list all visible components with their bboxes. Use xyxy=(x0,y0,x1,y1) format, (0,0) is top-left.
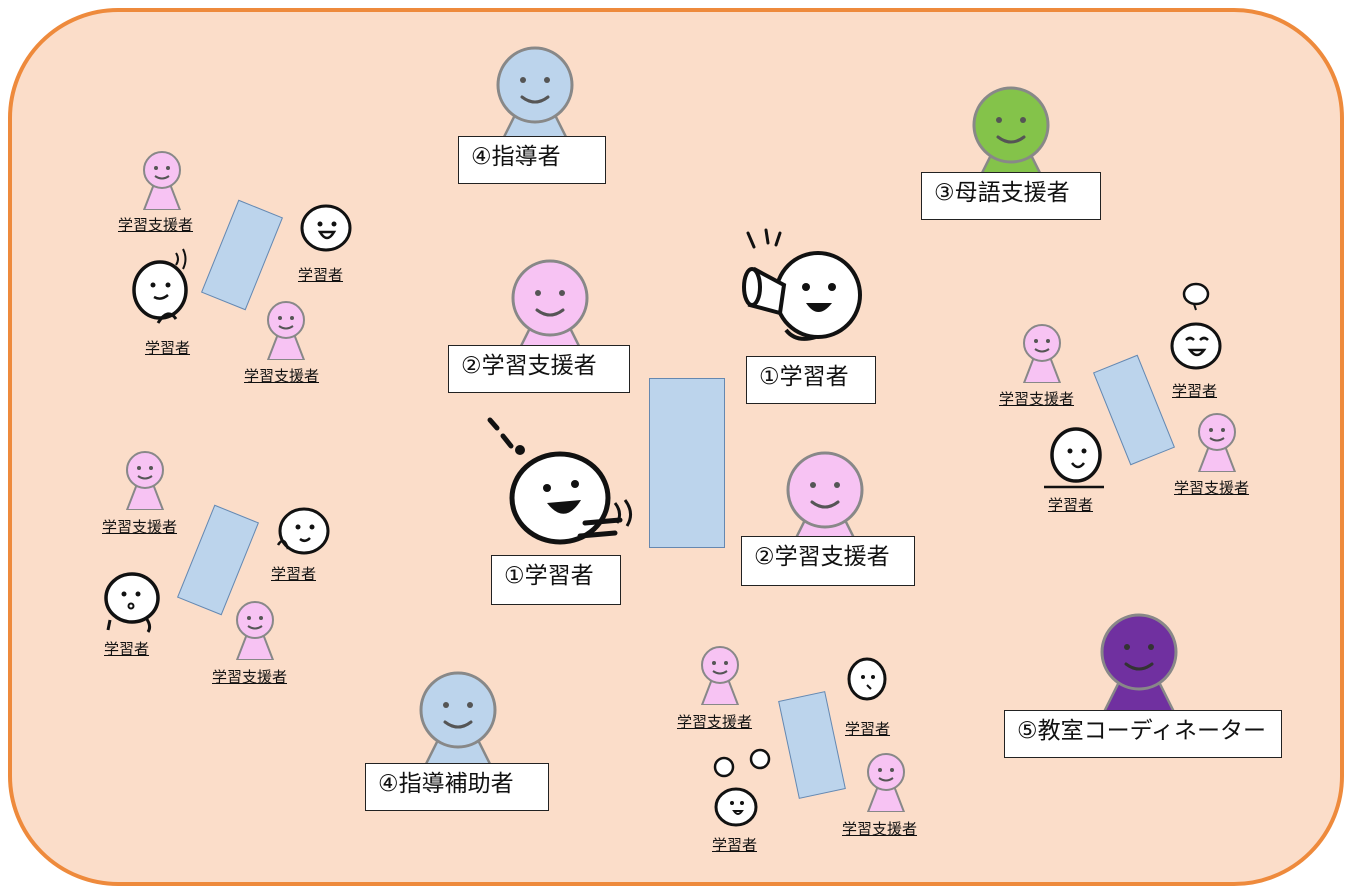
label-learner-1: ①学習者 xyxy=(746,356,876,404)
label-coordinator: ⑤教室コーディネーター xyxy=(1004,710,1282,758)
small-supporter-figure xyxy=(142,151,182,210)
small-learner-doodle xyxy=(847,657,887,701)
learner-pointing-doodle xyxy=(487,417,632,545)
small-label-supporter: 学習支援者 xyxy=(212,668,288,686)
small-learner-doodle xyxy=(104,572,160,633)
label-learner-supporter-1: ②学習支援者 xyxy=(448,345,630,393)
small-label-supporter: 学習支援者 xyxy=(677,713,753,731)
small-supporter-figure xyxy=(700,646,740,705)
small-learner-doodle xyxy=(132,248,188,324)
native-language-supporter-figure xyxy=(972,86,1050,185)
small-learner-doodle xyxy=(1044,427,1104,489)
small-learner-doodle xyxy=(1170,282,1222,370)
small-label-supporter: 学習支援者 xyxy=(102,518,178,536)
small-supporter-figure xyxy=(235,601,275,660)
label-instructor: ④指導者 xyxy=(458,136,606,184)
small-supporter-figure xyxy=(125,451,165,510)
label-learner-2: ①学習者 xyxy=(491,555,621,605)
small-label-supporter: 学習支援者 xyxy=(118,216,194,234)
small-label-supporter: 学習支援者 xyxy=(1174,479,1250,497)
learner-supporter-figure-2 xyxy=(786,451,864,550)
small-learner-doodle xyxy=(300,204,352,252)
small-supporter-figure xyxy=(1197,413,1237,472)
small-supporter-figure xyxy=(866,753,906,812)
small-supporter-figure xyxy=(1022,324,1062,383)
small-label-learner: 学習者 xyxy=(271,565,317,583)
small-label-learner: 学習者 xyxy=(845,720,891,738)
small-label-supporter: 学習支援者 xyxy=(244,367,320,385)
small-label-learner: 学習者 xyxy=(145,339,191,357)
small-label-learner: 学習者 xyxy=(104,640,150,658)
small-label-learner: 学習者 xyxy=(712,836,758,854)
small-label-supporter: 学習支援者 xyxy=(842,820,918,838)
instructor-figure xyxy=(496,46,574,145)
learner-supporter-figure-1 xyxy=(511,259,589,358)
label-native-language-supporter: ③母語支援者 xyxy=(921,172,1101,220)
label-assistant-instructor: ④指導補助者 xyxy=(365,763,549,811)
small-learner-doodle xyxy=(276,507,330,555)
small-label-learner: 学習者 xyxy=(1172,382,1218,400)
small-supporter-figure xyxy=(266,301,306,360)
small-learner-doodle xyxy=(713,748,771,827)
coordinator-figure xyxy=(1100,613,1178,712)
small-label-learner: 学習者 xyxy=(1048,496,1094,514)
center-table xyxy=(649,378,725,548)
small-label-learner: 学習者 xyxy=(298,266,344,284)
label-learner-supporter-2: ②学習支援者 xyxy=(741,536,915,586)
small-label-supporter: 学習支援者 xyxy=(999,390,1075,408)
assistant-instructor-figure xyxy=(419,671,497,770)
learner-megaphone-doodle xyxy=(742,228,862,341)
